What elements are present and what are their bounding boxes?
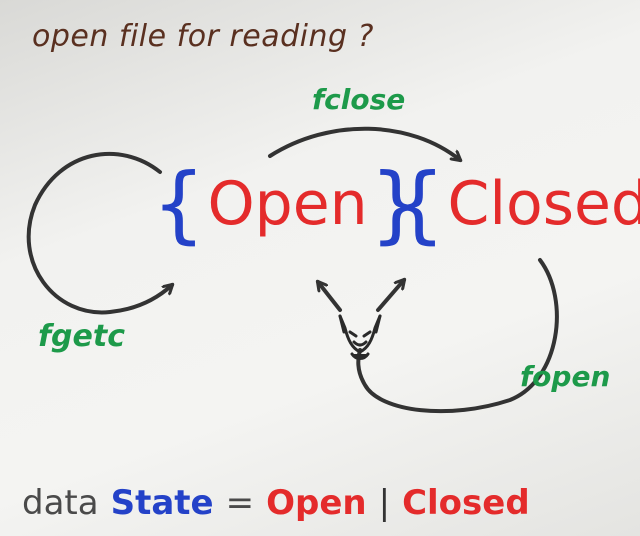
- transition-label-fclose: fclose: [312, 83, 406, 116]
- type-name: State: [110, 483, 214, 523]
- state-open-left-brace: {: [152, 155, 206, 253]
- data-keyword: data: [22, 483, 99, 523]
- state-open-label: Open: [207, 169, 368, 239]
- state-open: { Open }: [152, 162, 423, 246]
- start-arrow-closed: [376, 280, 404, 312]
- data-declaration: data State = Open | Closed: [22, 486, 530, 520]
- fclose-arrow: [268, 126, 460, 160]
- constructor-closed: Closed: [402, 483, 530, 523]
- constructor-separator: |: [378, 483, 391, 523]
- transition-label-fgetc: fgetc: [38, 319, 125, 354]
- state-closed-left-brace: {: [392, 155, 446, 253]
- state-closed: { Closed }: [392, 162, 640, 246]
- devil-head-icon: [338, 314, 382, 360]
- transition-label-fopen: fopen: [520, 360, 611, 393]
- state-closed-label: Closed: [447, 169, 640, 239]
- start-arrow-open: [318, 282, 342, 312]
- fopen-arrow: [356, 258, 559, 414]
- diagram-title: open file for reading ?: [32, 19, 374, 54]
- state-open-right-brace: }: [369, 155, 424, 253]
- fgetc-loop-arrow: [26, 151, 172, 315]
- equals-sign: =: [225, 483, 255, 523]
- constructor-open: Open: [266, 483, 367, 523]
